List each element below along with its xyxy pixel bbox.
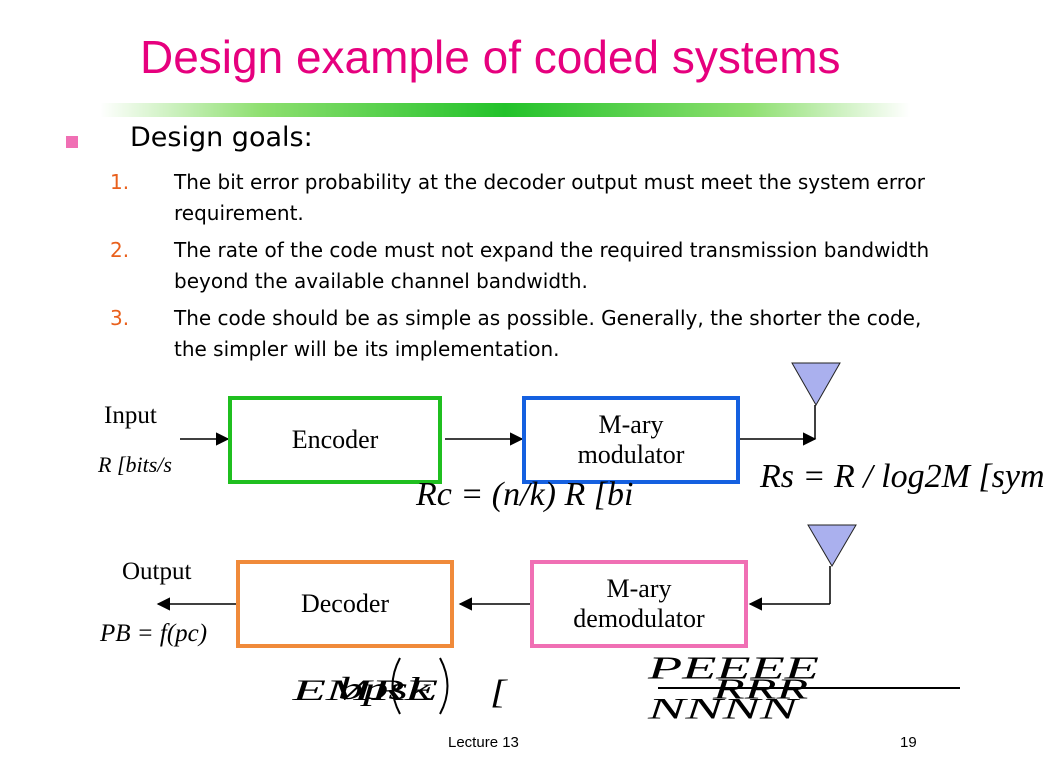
footer-lecture: Lecture 13	[448, 734, 519, 751]
goal-number: 3.	[110, 306, 130, 330]
svg-text:NNNN: NNNN	[647, 692, 801, 725]
slide-title: Design example of coded systems	[140, 31, 841, 83]
input-label: Input	[104, 402, 157, 429]
svg-text:[: [	[490, 674, 509, 711]
input-rate-label: R [bits/s	[98, 452, 172, 477]
svg-text:PEEEE: PEEEE	[647, 650, 819, 686]
modulator-label-line1: M-ary	[598, 410, 664, 439]
garbled-energy-formula-left: EMRE bpsk [	[291, 657, 509, 715]
slide-number: 19	[900, 734, 917, 751]
decoder-block: Decoder	[236, 560, 454, 648]
decoder-label: Decoder	[300, 589, 390, 618]
goal-text: The bit error probability at the decoder…	[174, 170, 925, 225]
bullet-square-icon	[66, 136, 78, 148]
goal-text: The code should be as simple as possible…	[174, 306, 922, 361]
goal-text: The rate of the code must not expand the…	[174, 238, 930, 293]
garbled-energy-formula-right: PEEEE NNNN RRR	[647, 650, 960, 725]
block-diagram-lines	[156, 362, 857, 611]
title-underline	[100, 103, 910, 117]
symbol-rate-formula: Rs = R / log2M [sym	[760, 458, 1045, 495]
encoder-block: Encoder	[228, 396, 442, 484]
modulator-label-line2: modulator	[577, 440, 685, 469]
goal-number: 1.	[110, 170, 130, 194]
demodulator-label-line1: M-ary	[606, 574, 672, 603]
modulator-block: M-ary modulator	[522, 396, 740, 484]
goal-number: 2.	[110, 238, 130, 262]
rx-antenna-icon	[807, 524, 857, 567]
output-label: Output	[122, 558, 192, 585]
demodulator-block: M-ary demodulator	[530, 560, 748, 648]
coded-rate-formula: Rc = (n/k) R [bi	[416, 476, 634, 513]
design-goals-heading: Design goals:	[130, 122, 313, 153]
tx-antenna-icon	[791, 362, 841, 407]
svg-text:RRR: RRR	[712, 674, 809, 705]
encoder-label: Encoder	[291, 425, 379, 454]
svg-text:EMRE: EMRE	[291, 674, 438, 706]
output-probability-formula: PB = f(pc)	[100, 620, 208, 647]
svg-text:bpsk: bpsk	[338, 672, 432, 706]
demodulator-label-line2: demodulator	[573, 604, 705, 633]
